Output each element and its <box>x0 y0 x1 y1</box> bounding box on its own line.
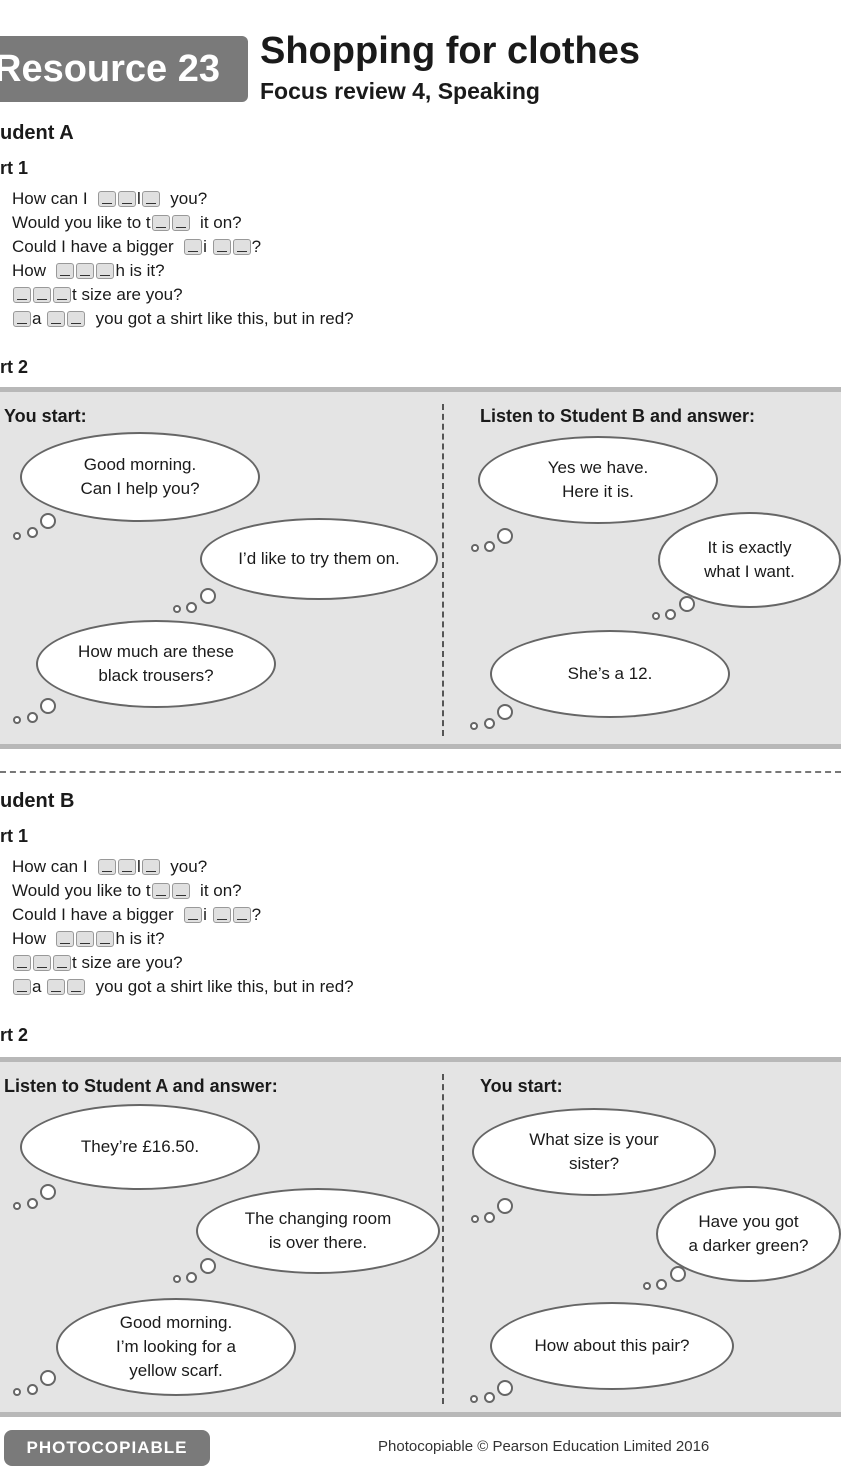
thought-bubble: Yes we have. Here it is. <box>478 436 718 524</box>
question-line: How h is it? <box>12 261 165 280</box>
student-a-label: udent A <box>0 122 74 144</box>
question-line: Could I have a bigger i ? <box>12 237 262 256</box>
column-heading-left: You start: <box>4 406 87 426</box>
question-line: Could I have a bigger i ? <box>12 905 262 924</box>
letter-gap <box>141 859 160 875</box>
letter-gap <box>96 263 115 279</box>
thought-bubble: How about this pair? <box>490 1302 734 1390</box>
letter-gap <box>53 955 71 971</box>
question-line: Would you like to t it on? <box>12 213 242 232</box>
student-b-questions: How can I l you? Would you like to t it … <box>12 855 354 999</box>
letter-gap <box>47 311 66 327</box>
cut-line <box>0 771 841 773</box>
thought-bubble: I’d like to try them on. <box>200 518 438 600</box>
letter-gap <box>184 239 203 255</box>
thought-bubble: How much are these black trousers? <box>36 620 276 708</box>
student-a-part2-label: rt 2 <box>0 357 29 377</box>
question-line: Would you like to t it on? <box>12 881 242 900</box>
letter-gap <box>212 907 231 923</box>
letter-gap <box>118 859 137 875</box>
letter-gap <box>151 215 170 231</box>
letter-gap <box>118 191 137 207</box>
question-line: a you got a shirt like this, but in red? <box>12 307 354 331</box>
page-title: Shopping for clothes <box>260 30 640 72</box>
column-heading-right: Listen to Student B and answer: <box>480 406 756 426</box>
student-a-part1-label: rt 1 <box>0 158 29 178</box>
letter-gap <box>53 287 71 303</box>
letter-gap <box>76 931 95 947</box>
student-b-dialogue-panel: Listen to Student A and answer: You star… <box>0 1057 841 1417</box>
thought-bubble: Have you got a darker green? <box>656 1186 841 1282</box>
student-a-questions: How can I l you? Would you like to t it … <box>12 187 354 331</box>
question-line: How can I l you? <box>12 189 208 208</box>
student-b-part2-label: rt 2 <box>0 1025 29 1045</box>
letter-gap <box>13 311 31 327</box>
letter-gap <box>67 979 86 995</box>
letter-gap <box>56 263 75 279</box>
letter-gap <box>232 239 251 255</box>
student-b-label: udent B <box>0 790 75 812</box>
letter-gap <box>33 287 51 303</box>
letter-gap <box>232 907 251 923</box>
student-a-dialogue-panel: You start: Listen to Student B and answe… <box>0 387 841 749</box>
letter-gap <box>13 955 31 971</box>
letter-gap <box>212 239 231 255</box>
thought-bubble: The changing room is over there. <box>196 1188 440 1274</box>
thought-bubble: It is exactly what I want. <box>658 512 841 608</box>
letter-gap <box>141 191 160 207</box>
column-heading-left: Listen to Student A and answer: <box>4 1076 278 1096</box>
letter-gap <box>171 215 190 231</box>
question-line: a you got a shirt like this, but in red? <box>12 975 354 999</box>
thought-bubble: What size is your sister? <box>472 1108 716 1196</box>
letter-gap <box>67 311 86 327</box>
question-line: How h is it? <box>12 929 165 948</box>
letter-gap <box>98 191 117 207</box>
letter-gap <box>56 931 75 947</box>
thought-bubble: Good morning. I’m looking for a yellow s… <box>56 1298 296 1396</box>
letter-gap <box>96 931 115 947</box>
thought-bubble: They’re £16.50. <box>20 1104 260 1190</box>
letter-gap <box>151 883 170 899</box>
copyright-notice: Photocopiable © Pearson Education Limite… <box>378 1438 710 1455</box>
letter-gap <box>98 859 117 875</box>
letter-gap <box>13 287 31 303</box>
letter-gap <box>47 979 66 995</box>
letter-gap <box>184 907 203 923</box>
letter-gap <box>171 883 190 899</box>
letter-gap <box>13 979 31 995</box>
thought-bubble: She’s a 12. <box>490 630 730 718</box>
question-line: t size are you? <box>12 951 354 975</box>
question-line: How can I l you? <box>12 857 208 876</box>
page-subtitle: Focus review 4, Speaking <box>260 78 540 104</box>
photocopiable-badge: PHOTOCOPIABLE <box>4 1430 210 1466</box>
student-b-part1-label: rt 1 <box>0 826 29 846</box>
column-divider <box>442 1074 444 1404</box>
resource-badge: Resource 23 <box>0 36 248 102</box>
letter-gap <box>33 955 51 971</box>
thought-bubble: Good morning. Can I help you? <box>20 432 260 522</box>
column-divider <box>442 404 444 736</box>
column-heading-right: You start: <box>480 1076 563 1096</box>
question-line: t size are you? <box>12 283 354 307</box>
letter-gap <box>76 263 95 279</box>
